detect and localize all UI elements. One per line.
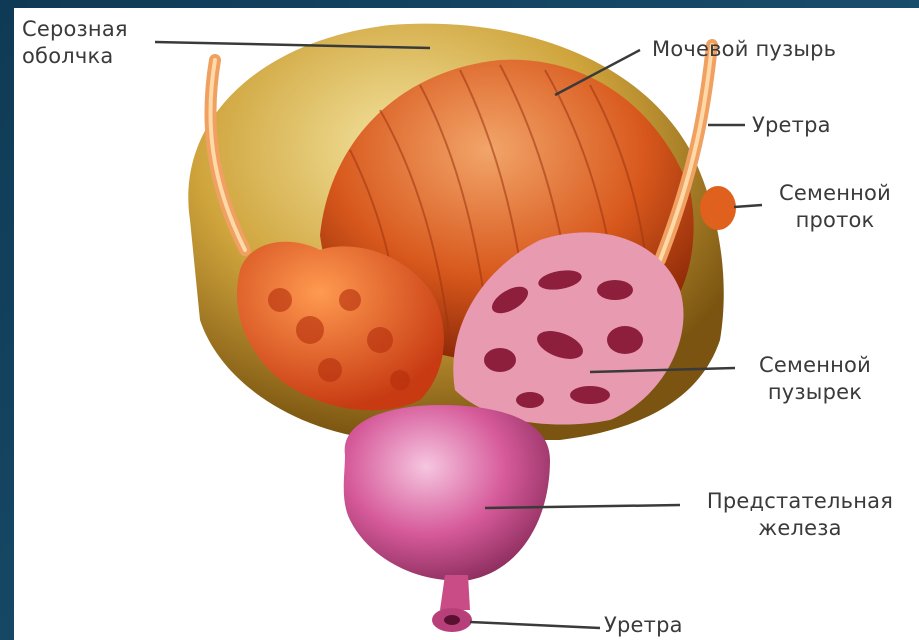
label-urethra-top: Уретра (752, 112, 831, 139)
urethra-bottom-shape (440, 575, 470, 610)
label-urethra-bottom: Уретра (604, 612, 683, 639)
prostate-shape (344, 405, 550, 581)
label-seminal-vesicle-line2: пузырек (740, 379, 890, 406)
label-prostate-line2: железа (684, 515, 916, 542)
label-serous-coat: Серозная оболчка (22, 16, 128, 70)
label-seminal-vesicle-line1: Семенной (740, 352, 890, 379)
label-vas-deferens-line2: проток (764, 207, 906, 234)
label-vas-deferens-line1: Семенной (764, 180, 906, 207)
label-serous-coat-line2: оболчка (22, 43, 128, 70)
label-seminal-vesicle: Семенной пузырек (740, 352, 890, 406)
label-bladder: Мочевой пузырь (652, 36, 836, 63)
label-vas-deferens: Семенной проток (764, 180, 906, 234)
label-bladder-line1: Мочевой пузырь (652, 36, 836, 63)
label-urethra-top-line1: Уретра (752, 112, 831, 139)
right-duct-stub (700, 186, 736, 230)
label-prostate: Предстательная железа (684, 488, 916, 542)
label-serous-coat-line1: Серозная (22, 16, 128, 43)
label-prostate-line1: Предстательная (684, 488, 916, 515)
label-urethra-bottom-line1: Уретра (604, 612, 683, 639)
